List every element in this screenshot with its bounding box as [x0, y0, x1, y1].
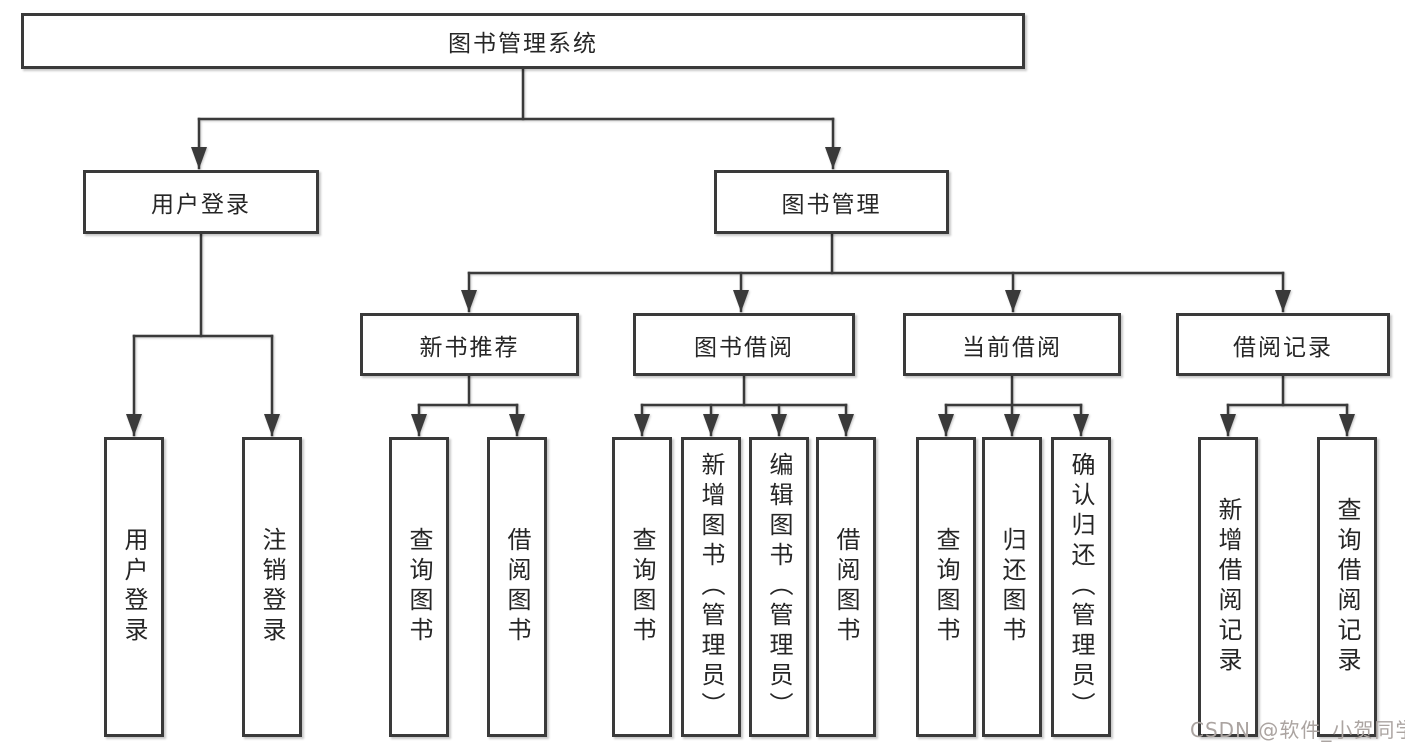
leaf-query-borrow-record: 查询借阅记录 — [1317, 437, 1377, 737]
leaf-query-books-recommend: 查询图书 — [389, 437, 449, 737]
node-label: 新增借阅记录 — [1214, 497, 1242, 677]
leaf-add-books-admin: 新增图书（管理员） — [681, 437, 741, 737]
node-user-login: 用户登录 — [83, 170, 319, 234]
node-label: 用户登录 — [120, 527, 148, 647]
node-current-borrow: 当前借阅 — [903, 313, 1121, 376]
node-label: 借阅记录 — [1233, 334, 1333, 361]
edges-current-borrow — [938, 374, 1089, 437]
node-label: 图书管理 — [781, 192, 882, 218]
node-book-borrow: 图书借阅 — [633, 313, 855, 376]
edges-borrow-records — [1220, 374, 1355, 437]
edges-new-book-recommend — [411, 374, 525, 437]
edges-user-login — [126, 232, 280, 437]
node-label: 编辑图书（管理员） — [765, 452, 793, 722]
node-label: 图书借阅 — [694, 334, 794, 361]
node-label: 图书管理系统 — [448, 31, 598, 57]
leaf-confirm-return-admin: 确认归还（管理员） — [1051, 437, 1111, 737]
node-label: 注销登录 — [258, 527, 286, 647]
node-borrow-records: 借阅记录 — [1176, 313, 1390, 376]
node-label: 查询借阅记录 — [1333, 497, 1361, 677]
edges-root — [191, 67, 841, 170]
node-label: 借阅图书 — [503, 527, 531, 647]
node-root-system: 图书管理系统 — [21, 13, 1025, 69]
node-label: 新书推荐 — [419, 334, 520, 361]
leaf-user-login: 用户登录 — [104, 437, 164, 737]
node-label: 当前借阅 — [962, 334, 1062, 361]
node-label: 归还图书 — [998, 527, 1026, 647]
leaf-borrow-books-recommend: 借阅图书 — [487, 437, 547, 737]
node-label: 用户登录 — [151, 192, 251, 218]
leaf-edit-books-admin: 编辑图书（管理员） — [749, 437, 809, 737]
node-new-book-recommend: 新书推荐 — [360, 313, 579, 376]
node-book-management: 图书管理 — [714, 170, 949, 234]
leaf-add-borrow-record: 新增借阅记录 — [1198, 437, 1258, 737]
node-label: 确认归还（管理员） — [1067, 452, 1095, 722]
leaf-logout: 注销登录 — [242, 437, 302, 737]
leaf-query-books-borrow: 查询图书 — [612, 437, 672, 737]
edges-book-borrow — [634, 374, 854, 437]
csdn-watermark: CSDN @软件_小贺同学 — [1190, 718, 1405, 742]
node-label: 查询图书 — [405, 527, 433, 647]
node-label: 查询图书 — [628, 527, 656, 647]
leaf-return-books: 归还图书 — [982, 437, 1042, 737]
node-label: 借阅图书 — [832, 527, 860, 647]
node-label: 查询图书 — [932, 527, 960, 647]
leaf-borrow-books: 借阅图书 — [816, 437, 876, 737]
edges-book-management — [461, 232, 1291, 313]
node-label: 新增图书（管理员） — [697, 452, 725, 722]
leaf-query-books-current: 查询图书 — [916, 437, 976, 737]
